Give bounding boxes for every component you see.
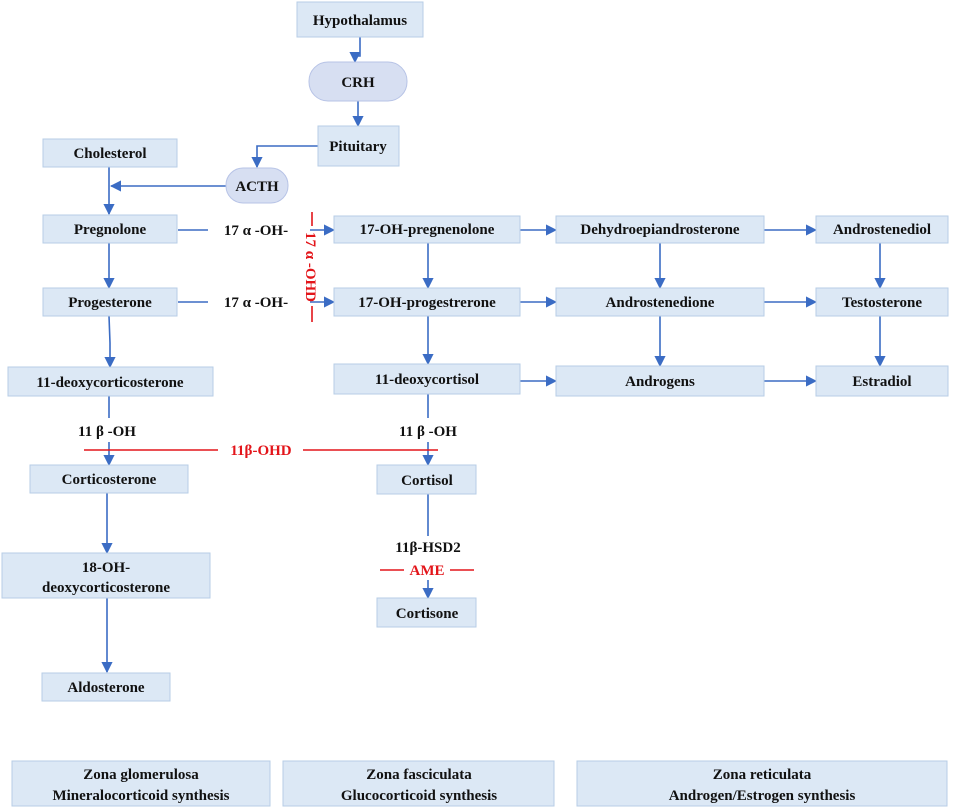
node-acth-label: ACTH xyxy=(235,179,279,195)
node-acth: ACTH xyxy=(225,167,289,204)
arrow-pituitary-acth xyxy=(251,145,318,169)
zone-glomerulosa: Zona glomerulosa Mineralocorticoid synth… xyxy=(11,760,271,807)
deficiency-labels: 17 α -OHD 11β-OHD AME xyxy=(230,232,444,579)
enzyme-11beta-left: 11 β -OH xyxy=(78,424,136,440)
enzyme-11beta-hsd2: 11β-HSD2 xyxy=(395,540,460,556)
node-crh: CRH xyxy=(308,61,408,102)
node-crh-label: CRH xyxy=(341,75,375,91)
node-cholesterol-label: Cholesterol xyxy=(73,146,146,162)
node-17oh-progesterone-label: 17-OH-progestrerone xyxy=(358,295,496,311)
node-cortisol-label: Cortisol xyxy=(401,473,453,489)
node-androgens: Androgens xyxy=(555,365,765,397)
node-deoxycortisol-label: 11-deoxycortisol xyxy=(375,372,479,388)
node-estradiol: Estradiol xyxy=(815,365,949,397)
node-cortisone: Cortisone xyxy=(376,597,477,628)
node-testosterone-label: Testosterone xyxy=(842,295,922,311)
node-androstenediol: Androstenediol xyxy=(815,215,949,244)
node-deoxycorticosterone-label: 11-deoxycorticosterone xyxy=(36,375,184,391)
node-pregnolone-label: Pregnolone xyxy=(74,222,147,238)
zone-reticulata-title: Zona reticulata xyxy=(713,767,812,783)
node-17oh-pregnenolone-label: 17-OH-pregnenolone xyxy=(360,222,495,238)
zone-reticulata-function: Androgen/Estrogen synthesis xyxy=(669,788,856,804)
node-pituitary-label: Pituitary xyxy=(329,139,387,155)
arrow-progesterone-doc xyxy=(104,315,116,369)
node-dhea: Dehydroepiandrosterone xyxy=(555,215,765,244)
node-androstenedione: Androstenedione xyxy=(555,287,765,317)
node-17oh-pregnenolone: 17-OH-pregnenolone xyxy=(333,215,521,244)
zone-footer: Zona glomerulosa Mineralocorticoid synth… xyxy=(11,760,948,807)
node-hypothalamus: Hypothalamus xyxy=(296,1,424,38)
enzyme-17alpha-bottom: 17 α -OH- xyxy=(224,295,288,311)
node-18oh-deoxycorticosterone: 18-OH- deoxycorticosterone xyxy=(1,552,211,599)
enzyme-labels: 17 α -OH- 17 α -OH- 11 β -OH 11 β -OH 11… xyxy=(78,223,461,556)
enzyme-17alpha-top: 17 α -OH- xyxy=(224,223,288,239)
node-cortisone-label: Cortisone xyxy=(396,606,459,622)
node-androstenedione-label: Androstenedione xyxy=(606,295,715,311)
node-18oh-line2: deoxycorticosterone xyxy=(42,580,170,596)
zone-fasciculata-function: Glucocorticoid synthesis xyxy=(341,788,497,804)
node-corticosterone-label: Corticosterone xyxy=(62,472,157,488)
zone-reticulata: Zona reticulata Androgen/Estrogen synthe… xyxy=(576,760,948,807)
deficiency-markers xyxy=(84,212,474,571)
node-estradiol-label: Estradiol xyxy=(852,374,911,390)
node-pituitary: Pituitary xyxy=(317,125,400,167)
node-deoxycorticosterone: 11-deoxycorticosterone xyxy=(7,366,214,397)
node-aldosterone: Aldosterone xyxy=(41,672,171,702)
zone-glomerulosa-title: Zona glomerulosa xyxy=(83,767,199,783)
node-cholesterol: Cholesterol xyxy=(42,138,178,168)
zone-glomerulosa-function: Mineralocorticoid synthesis xyxy=(52,788,229,804)
arrow-hypothalamus-crh xyxy=(349,37,361,64)
nodes: Hypothalamus CRH Pituitary ACTH Choleste… xyxy=(1,1,949,702)
arrows xyxy=(101,37,886,674)
deficiency-ame: AME xyxy=(410,563,445,579)
node-corticosterone: Corticosterone xyxy=(29,464,189,494)
node-deoxycortisol: 11-deoxycortisol xyxy=(333,363,521,395)
node-aldosterone-label: Aldosterone xyxy=(67,680,145,696)
enzyme-11beta-right: 11 β -OH xyxy=(399,424,457,440)
deficiency-17alpha-ohd: 17 α -OHD xyxy=(302,232,318,302)
node-hypothalamus-label: Hypothalamus xyxy=(313,13,407,29)
deficiency-11beta-ohd: 11β-OHD xyxy=(230,443,291,459)
node-cortisol: Cortisol xyxy=(376,464,477,495)
zone-fasciculata-title: Zona fasciculata xyxy=(366,767,472,783)
zone-fasciculata: Zona fasciculata Glucocorticoid synthesi… xyxy=(282,760,555,807)
node-pregnolone: Pregnolone xyxy=(42,214,178,244)
node-progesterone: Progesterone xyxy=(42,287,178,317)
node-androstenediol-label: Androstenediol xyxy=(833,222,931,238)
node-dhea-label: Dehydroepiandrosterone xyxy=(580,222,740,238)
node-testosterone: Testosterone xyxy=(815,287,949,317)
node-17oh-progesterone: 17-OH-progestrerone xyxy=(333,287,521,317)
node-progesterone-label: Progesterone xyxy=(68,295,152,311)
node-androgens-label: Androgens xyxy=(625,374,695,390)
node-18oh-line1: 18-OH- xyxy=(82,560,130,576)
